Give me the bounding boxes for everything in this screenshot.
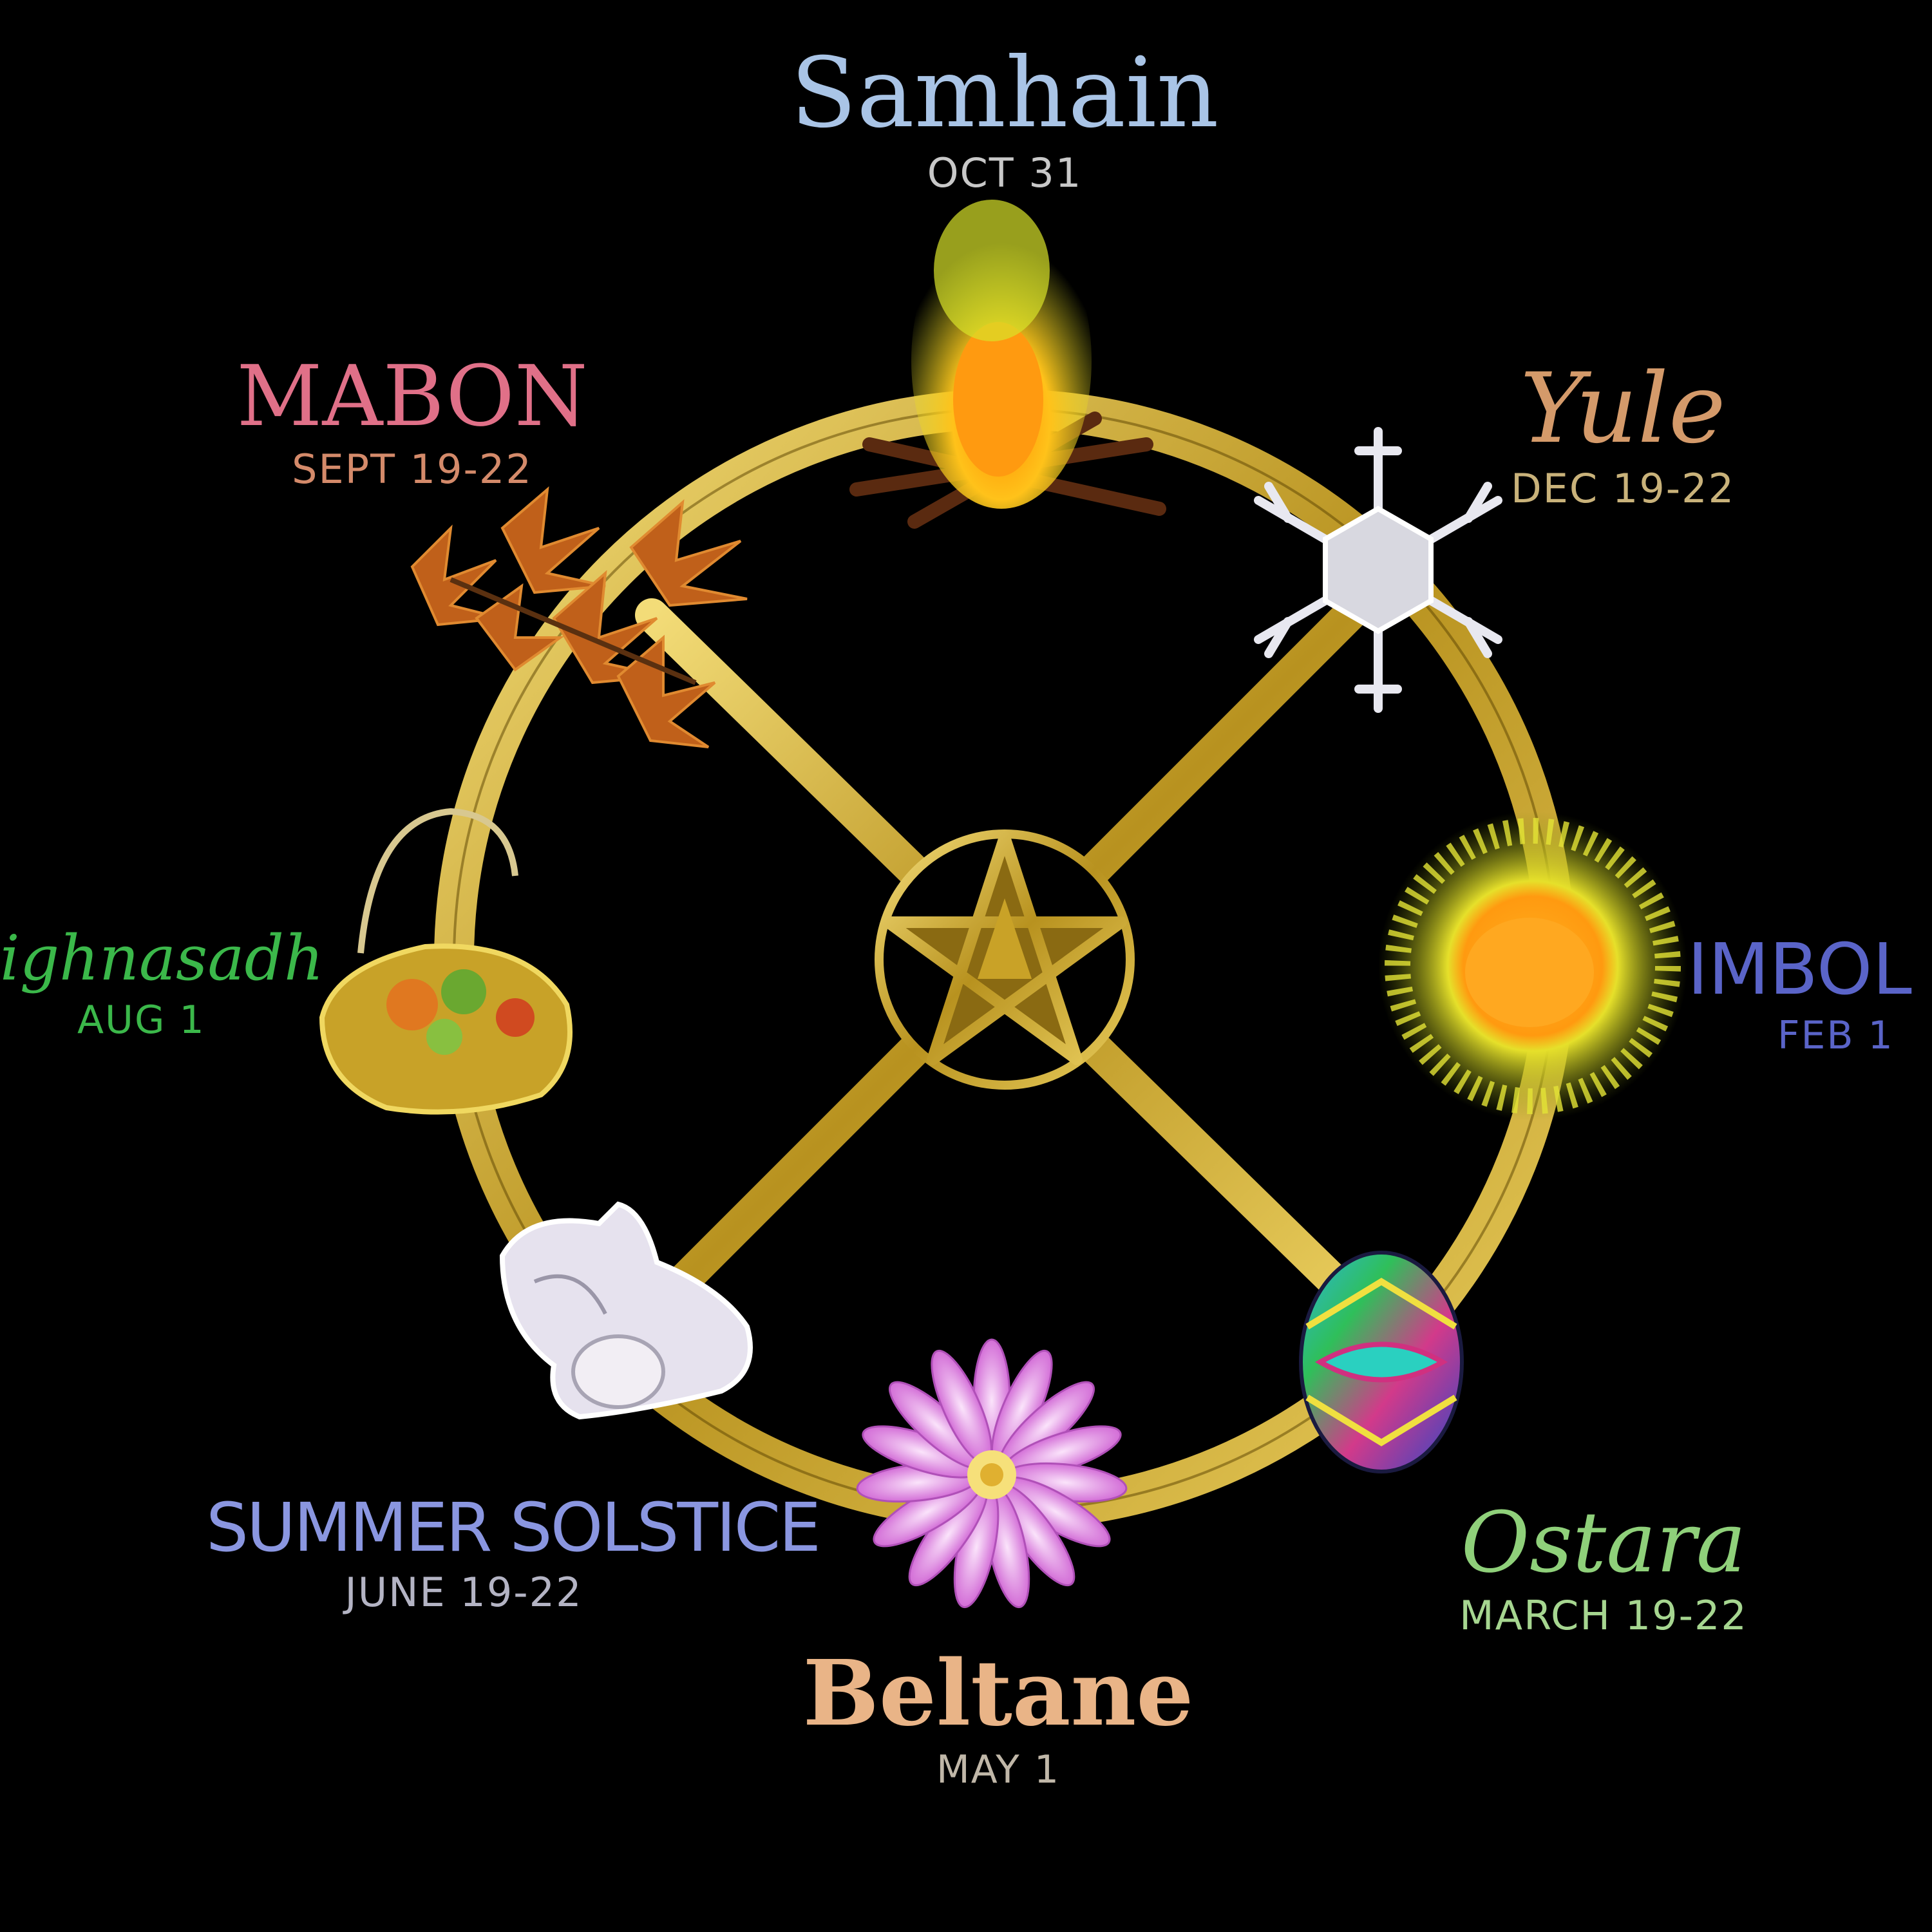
imbolc-date: FEB 1 (1777, 1013, 1894, 1058)
pentacle-icon (875, 829, 1135, 1090)
label-yule: Yule DEC 19-22 (1481, 361, 1765, 509)
label-summer-solstice: SUMMER SOLSTICE JUNE 19-22 (206, 1488, 821, 1616)
autumn-leaves-icon (410, 486, 748, 748)
samhain-name: Samhain (790, 37, 1219, 149)
samhain-date: OCT 31 (927, 149, 1083, 196)
beltane-date: MAY 1 (936, 1747, 1061, 1792)
beltane-name: Beltane (802, 1641, 1194, 1747)
label-ostara: Ostara MARCH 19-22 (1417, 1501, 1790, 1636)
harvest-basket-icon (319, 808, 573, 1115)
label-mabon: MABON SEPT 19-22 (232, 354, 592, 489)
ostara-name: Ostara (1461, 1493, 1747, 1591)
lughnasadh-date: AUG 1 (77, 998, 205, 1043)
yule-name: Yule (1520, 353, 1726, 465)
ostara-date: MARCH 19-22 (1459, 1592, 1748, 1639)
bonfire-icon (849, 200, 1166, 529)
yule-date: DEC 19-22 (1510, 465, 1736, 512)
label-beltane: Beltane MAY 1 (799, 1649, 1198, 1789)
label-imbolc: IMBOL FEB 1 (1687, 934, 1932, 1055)
mabon-date: SEPT 19-22 (292, 446, 533, 493)
summer-solstice-name: SUMMER SOLSTICE (206, 1488, 821, 1567)
label-samhain: Samhain OCT 31 (747, 45, 1262, 193)
imbolc-name: IMBOL (1687, 928, 1912, 1010)
snowflake-icon (1254, 427, 1502, 713)
lughnasadh-name: ighnasadh (0, 922, 324, 994)
flower-icon (856, 1338, 1128, 1609)
painted-egg-icon (1299, 1251, 1464, 1473)
mabon-name: MABON (236, 347, 588, 445)
label-lughnasadh: ighnasadh AUG 1 (0, 927, 335, 1039)
sun-icon (1378, 811, 1687, 1121)
summer-solstice-date: JUNE 19-22 (345, 1569, 583, 1616)
seashell-icon (499, 1201, 753, 1420)
